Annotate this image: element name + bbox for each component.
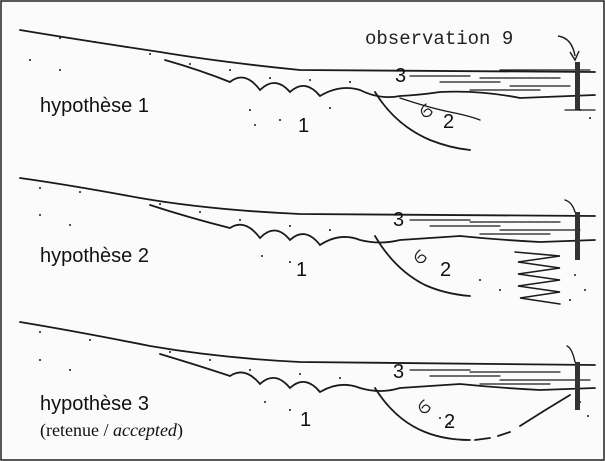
panel-3-unit-3: 3	[393, 361, 404, 383]
ground-surface-line	[20, 322, 595, 365]
spiral-mark	[419, 400, 430, 413]
observation-borehole	[575, 62, 580, 110]
panel-3-title: hypothèse 3	[40, 393, 149, 415]
zigzag-deformation	[515, 252, 560, 304]
panel-2-unit-3: 3	[393, 209, 404, 231]
ground-surface-line	[20, 178, 595, 216]
erosion-surface-line	[160, 354, 595, 392]
spiral-mark	[415, 250, 426, 263]
panel-3-unit-2: 2	[444, 411, 455, 433]
panel-2-unit-1: 1	[296, 259, 307, 281]
erosion-surface-line	[165, 60, 595, 98]
panel-3-subtitle: (retenue / accepted)	[40, 420, 183, 441]
channel-curve	[375, 388, 470, 440]
channel-curve	[375, 92, 470, 150]
panel-1-unit-1: 1	[298, 115, 309, 137]
panel-1-unit-3: 3	[395, 65, 406, 87]
subtitle-part-3: )	[177, 420, 183, 441]
panel-2-unit-2: 2	[440, 259, 451, 281]
panel-2-title: hypothèse 2	[40, 245, 149, 267]
observation-borehole	[575, 212, 580, 260]
channel-curve	[375, 236, 470, 296]
panel-hypothesis-2	[20, 178, 595, 304]
observation-borehole	[575, 362, 580, 410]
observation-arrow	[558, 36, 575, 56]
channel-curve-dashed	[475, 432, 510, 440]
erosion-surface-line	[150, 205, 595, 245]
panel-1-unit-2: 2	[443, 111, 454, 133]
panel-1-title: hypothèse 1	[40, 95, 149, 117]
subtitle-part-italic: accepted	[113, 420, 178, 440]
subtitle-part-1: (retenue /	[40, 420, 113, 441]
observation-label: observation 9	[365, 28, 513, 50]
panel-3-unit-1: 1	[300, 409, 311, 431]
